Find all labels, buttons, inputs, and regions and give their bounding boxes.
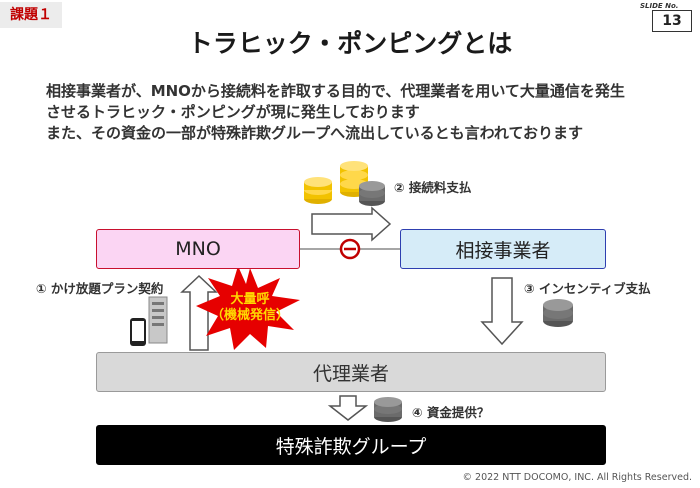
burst-line-1: 大量呼 (230, 292, 270, 307)
node-fraud-group: 特殊詐欺グループ (96, 425, 606, 465)
funding-coin-icon (374, 397, 402, 422)
mass-call-burst-shape (196, 266, 300, 350)
flow-label-step3: ③ インセンティブ支払 (524, 281, 651, 296)
lead-line-2: させるトラヒック・ポンピングが現に発生しております (46, 103, 420, 121)
gold-coin-stack-left (304, 177, 332, 204)
lead-line-3: また、その資金の一部が特殊詐欺グループへ流出しているとも言われております (46, 124, 584, 142)
lead-line-1: 相接事業者が、MNOから接続料を詐取する目的で、代理業者を用いて大量通信を発生 (46, 82, 625, 100)
flow-label-step2: ② 接続料支払 (394, 180, 472, 195)
topic-tag: 課題１ (0, 2, 62, 28)
slide-number-label: SLIDE No. (640, 2, 679, 10)
mass-call-burst-label: 大量呼 （機械発信） (205, 292, 295, 324)
payment-right-arrow (311, 206, 392, 242)
copyright-notice: © 2022 NTT DOCOMO, INC. All Rights Reser… (462, 472, 693, 483)
incentive-coin-icon (543, 299, 573, 327)
prohibition-icon (339, 238, 361, 260)
node-agent: 代理業者 (96, 352, 606, 392)
smartphone-icon (130, 318, 146, 346)
grey-coin-stack (359, 181, 385, 206)
incentive-down-arrow (480, 277, 524, 346)
slide-title: トラヒック・ポンピングとは (187, 29, 513, 58)
coin-stacks-icon (304, 161, 385, 206)
flow-label-step1: ① かけ放題プラン契約 (36, 281, 164, 296)
gold-coin-stack-right (340, 161, 368, 197)
funding-down-arrow (327, 395, 369, 421)
node-mno: MNO (96, 229, 300, 269)
node-partner-carrier: 相接事業者 (400, 229, 606, 269)
contract-up-arrow (180, 274, 218, 351)
burst-line-2: （機械発信） (210, 308, 289, 323)
server-icon (148, 296, 168, 344)
flow-label-step4: ④ 資金提供？ (412, 405, 490, 420)
slide-number: 13 (652, 10, 692, 32)
